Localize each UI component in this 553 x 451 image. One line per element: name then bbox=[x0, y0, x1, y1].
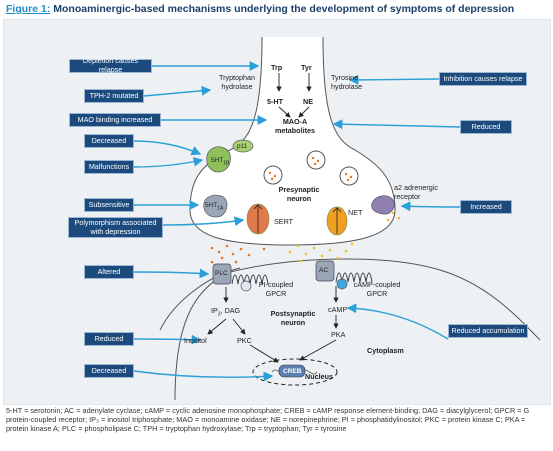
label-reduced-mao: Reduced bbox=[460, 120, 512, 134]
text-ne: NE bbox=[303, 97, 313, 106]
label-depletion-causes-relapse: Depletion causes relapse bbox=[69, 57, 152, 74]
label-inhibition-causes-relapse: Inhibition causes relapse bbox=[439, 72, 527, 86]
text-a2-receptor: a2 adrenergic receptor bbox=[394, 183, 438, 201]
text-pi-gpcr: PI-coupled GPCR bbox=[258, 280, 294, 298]
text-maoa-metabolites: MAO-A metabolites bbox=[275, 117, 315, 135]
label-subsensitive: Subsensitive bbox=[84, 198, 134, 212]
label-mao-binding-increased: MAO binding increased bbox=[69, 113, 161, 127]
5ht1b-receptor bbox=[206, 146, 231, 173]
nucleus-envelope bbox=[252, 358, 338, 386]
text-trp: Trp bbox=[271, 63, 283, 72]
text-camp: cAMP bbox=[328, 305, 348, 314]
text-ip3-dag: IP3, DAG bbox=[211, 306, 241, 318]
vesicle bbox=[339, 166, 359, 186]
text-p11: p11 bbox=[237, 143, 248, 150]
text-nucleus: Nucleus bbox=[305, 372, 333, 381]
label-decreased-p11: Decreased bbox=[84, 134, 134, 148]
text-net: NET bbox=[348, 208, 363, 217]
text-pkc: PKC bbox=[237, 336, 252, 345]
vesicle bbox=[306, 150, 326, 170]
text-5ht: 5-HT bbox=[267, 97, 283, 106]
text-sert: SERT bbox=[274, 217, 294, 226]
pointer-arrows bbox=[133, 61, 461, 382]
vesicle bbox=[263, 165, 283, 185]
figure-prefix: Figure 1: bbox=[6, 3, 51, 15]
label-tph2-mutated: TPH-2 mutated bbox=[84, 89, 144, 103]
postsynaptic-membrane bbox=[174, 258, 541, 401]
abbreviations-footnote: 5-HT = serotonin; AC = adenylate cyclase… bbox=[6, 406, 530, 434]
text-cytoplasm: Cytoplasm bbox=[367, 346, 404, 355]
text-camp-gpcr: cAMP-coupled GPCR bbox=[353, 280, 401, 298]
p11-protein bbox=[232, 139, 254, 153]
label-increased-a2: Increased bbox=[460, 200, 512, 214]
label-altered: Altered bbox=[84, 265, 134, 279]
a2-receptor bbox=[371, 195, 395, 215]
sert-transporter bbox=[246, 203, 270, 235]
label-reduced-accumulation: Reduced accumulation bbox=[448, 324, 528, 338]
figure-title-text: Monoaminergic-based mechanisms underlyin… bbox=[53, 3, 515, 15]
ac-enzyme bbox=[315, 260, 335, 282]
text-presynaptic-neuron: Presynaptic neuron bbox=[278, 185, 320, 203]
plc-enzyme bbox=[212, 263, 232, 285]
text-postsynaptic-neuron: Postsynaptic neuron bbox=[270, 309, 316, 327]
net-transporter bbox=[326, 206, 348, 236]
text-pka: PKA bbox=[331, 330, 346, 339]
text-creb: CREB bbox=[283, 368, 302, 375]
label-decreased-creb: Decreased bbox=[84, 364, 134, 378]
text-tyrosine-hydrolase: Tyrosine hydrolase bbox=[331, 73, 363, 91]
label-polymorphism: Polymorphism associated with depression bbox=[68, 217, 163, 238]
neurotransmitter-dots bbox=[210, 211, 401, 264]
creb-protein bbox=[278, 364, 306, 378]
text-5ht1b: 5HT1B bbox=[211, 157, 230, 167]
text-inositol: Inositol bbox=[184, 336, 207, 345]
text-tyr: Tyr bbox=[301, 63, 312, 72]
text-plc: PLC bbox=[215, 270, 228, 277]
text-ac: AC bbox=[319, 267, 329, 274]
text-5ht1a: 5HT1A bbox=[205, 202, 224, 212]
text-tryptophan-hydrolase: Tryptophan hydrolase bbox=[218, 73, 256, 91]
presynaptic-membrane bbox=[189, 36, 396, 246]
g-protein-pi bbox=[240, 280, 252, 292]
5ht1a-receptor bbox=[203, 194, 228, 218]
label-malfunctions: Malfunctions bbox=[84, 160, 134, 174]
g-protein-camp bbox=[336, 278, 348, 290]
label-reduced-inositol: Reduced bbox=[84, 332, 134, 346]
figure-title: Figure 1: Monoaminergic-based mechanisms… bbox=[6, 3, 514, 15]
